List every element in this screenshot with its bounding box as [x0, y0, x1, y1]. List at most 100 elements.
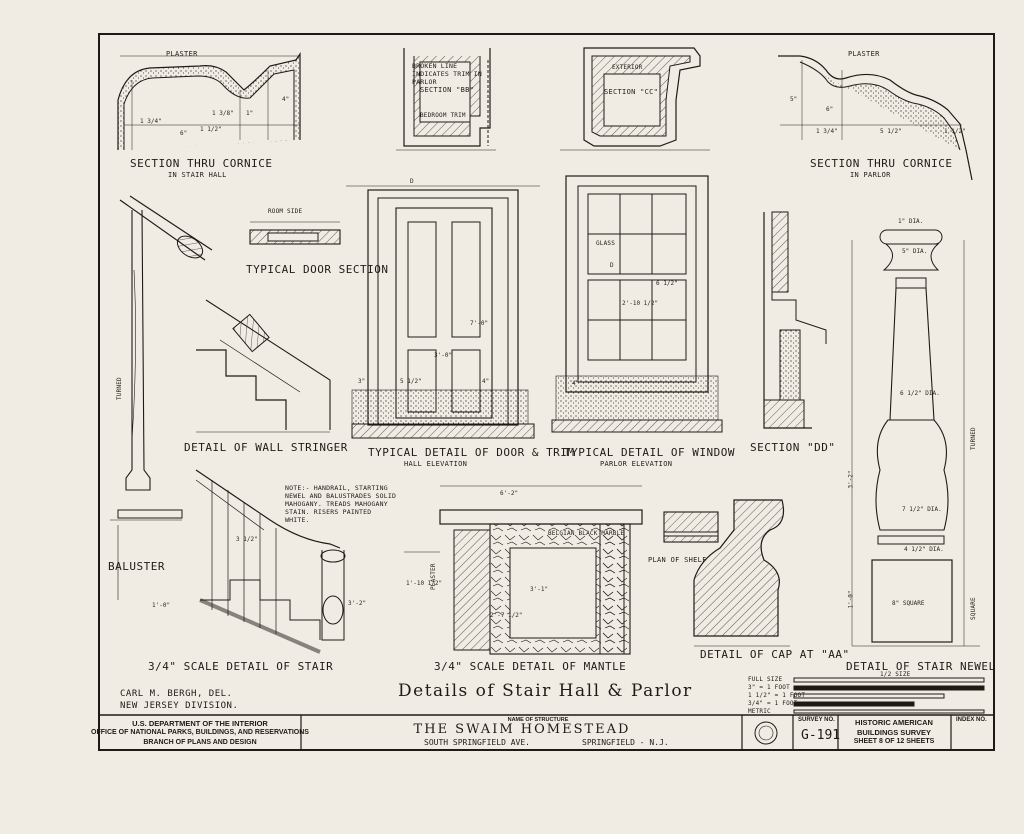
stair-title: 3/4" Scale Detail of Stair: [148, 660, 334, 673]
dim-newel-1: 5" DIA.: [902, 248, 928, 255]
dim-mantle-2: 2'-7 1/2": [490, 612, 523, 619]
dim-door-3: 4": [482, 378, 490, 385]
tb-survey-no: G-191: [801, 728, 841, 743]
tb-index-caption: Index No.: [956, 717, 987, 723]
mantle-drawing: [404, 485, 643, 655]
dim-stair-0: 3'-2": [348, 600, 367, 607]
dim-mantle-1: 3'-1": [530, 586, 549, 593]
tb-survey-caption: Survey No.: [798, 717, 835, 723]
scale-row-1: 3" = 1 Foot: [748, 684, 790, 691]
wall-stringer-drawing: [196, 299, 331, 433]
habs-seal: [754, 721, 778, 745]
tb-agency-3: Branch of Plans and Design: [143, 739, 257, 746]
cornice-stair-sub: In Stair Hall: [168, 171, 227, 179]
dim-cornice-a-2: 6": [180, 130, 188, 137]
dim-newel-2: 6 1/2" DIA.: [900, 390, 940, 397]
section-bb-note: Broken line indicates trim in parlor: [412, 62, 482, 86]
tb-structure: The Swaim Homestead: [413, 722, 631, 737]
stair-note: Note:- Handrail, starting newel and balu…: [285, 484, 397, 524]
window-drawing: [551, 175, 723, 433]
section-cc-exterior: Exterior: [612, 64, 643, 71]
sheet-border: [98, 33, 995, 751]
window-title: Typical Detail of Window: [564, 446, 735, 459]
dim-cornice-b-0: 1 3/4": [816, 128, 838, 135]
stair-drawing: [195, 469, 346, 654]
wall-stringer-title: Detail of Wall Stringer: [184, 441, 348, 454]
mantle-title: 3/4" Scale Detail of Mantle: [434, 660, 627, 673]
dim-mantle-0: 6'-2": [500, 490, 519, 497]
scale-row-3: 3/4" = 1 Foot: [748, 700, 798, 707]
delineator-line2: New Jersey Division.: [120, 701, 239, 711]
dim-door-2: 5 1/2": [400, 378, 422, 385]
section-bb-title: Section "BB": [420, 86, 475, 94]
dim-window-0: 2'-10 1/2": [622, 300, 659, 307]
section-bb-drawing: [396, 48, 496, 151]
delineator-line1: Carl M. Bergh, Del.: [120, 689, 233, 699]
cornice-parlor-plaster: Plaster: [848, 50, 880, 58]
dim-stair-1: 1'-0": [152, 602, 171, 609]
dim-cornice-a-5: 1 3/4": [140, 118, 162, 125]
scale-half-size: 1/2 Size: [880, 671, 911, 678]
dim-door-1: 7'-0": [470, 320, 489, 327]
dim-door-0: 3'-0": [434, 352, 453, 359]
scale-bars: [793, 677, 985, 714]
newel-square: Square: [970, 597, 977, 620]
section-dd-drawing: [763, 211, 827, 429]
dim-newel-3: 7 1/2" DIA.: [902, 506, 942, 513]
shelf-plan-drawing: [663, 511, 719, 543]
dim-newel-6: 3'-2": [847, 470, 855, 489]
shelf-title: Plan of Shelf: [648, 556, 707, 564]
dim-door-4: 3": [358, 378, 366, 385]
tb-agency-2: Office of National Parks, Buildings, and…: [91, 729, 309, 736]
tb-agency-1: U.S. Department of the Interior: [132, 719, 268, 728]
tb-address: South Springfield Ave.: [424, 738, 530, 747]
door-trim-drawing: [346, 185, 540, 439]
scale-row-0: Full Size: [748, 676, 783, 683]
scale-row-4: Metric: [748, 708, 771, 715]
tb-sheet: Sheet 8 of 12 Sheets: [853, 738, 935, 745]
dim-cornice-b-1: 5 1/2": [880, 128, 902, 135]
sheet-title: Details of Stair Hall & Parlor: [398, 681, 693, 701]
dim-newel-0: 1" DIA.: [898, 218, 924, 225]
section-dd-title: Section "DD": [750, 441, 836, 454]
section-cc-drawing: [560, 47, 710, 151]
tb-city: Springfield - N.J.: [582, 738, 669, 747]
tb-habs-2: Buildings Survey: [856, 728, 932, 737]
dim-window-2: 4": [572, 380, 580, 387]
door-section-drawing: [249, 221, 341, 245]
cornice-stair-plaster: Plaster: [166, 50, 198, 58]
section-bb-bedroom-trim: Bedroom trim: [420, 112, 466, 119]
dim-newel-5: 8" SQUARE: [892, 600, 925, 607]
dim-newel-4: 4 1/2" DIA.: [904, 546, 944, 553]
scale-row-2: 1 1/2" = 1 Foot: [748, 692, 806, 699]
cornice-stair-drawing: [117, 52, 301, 150]
section-cc-title: Section "CC": [604, 88, 659, 96]
tb-habs-1: Historic American: [855, 718, 933, 727]
dim-cornice-b-2: 5": [790, 96, 798, 103]
stair-newel-drawing: [851, 229, 980, 647]
dim-cornice-a-4: 4": [282, 96, 290, 103]
baluster-turned: Turned: [116, 377, 123, 400]
door-trim-sub: Hall Elevation: [404, 460, 468, 468]
newel-title: Detail of Stair Newel: [846, 660, 996, 673]
dim-cornice-b-4: 1 1/2": [944, 128, 966, 135]
dim-newel-7: 1'-0": [847, 590, 855, 609]
baluster-drawing: [110, 195, 213, 600]
dim-window-1: 6 1/2": [656, 280, 678, 287]
dim-cornice-a-3: 1": [246, 110, 254, 117]
dim-cornice-a-1: 1 3/8": [212, 110, 234, 117]
window-sub: Parlor Elevation: [600, 460, 673, 468]
door-trim-title: Typical Detail of Door & Trim: [368, 446, 575, 459]
dim-window-3: D: [610, 262, 614, 269]
cap-title: Detail of Cap at "AA": [700, 648, 850, 661]
door-section-title: Typical Door Section: [246, 263, 389, 276]
tb-name-caption: Name of Structure: [507, 717, 569, 723]
cap-drawing: [693, 499, 790, 647]
mantle-marble: Belgian Black Marble: [548, 530, 625, 537]
window-glass-label: Glass: [596, 240, 616, 247]
dim-door-5: D: [410, 178, 414, 185]
cornice-parlor-sub: In Parlor: [850, 171, 891, 179]
dim-cornice-a-0: 1 1/2": [200, 126, 222, 133]
